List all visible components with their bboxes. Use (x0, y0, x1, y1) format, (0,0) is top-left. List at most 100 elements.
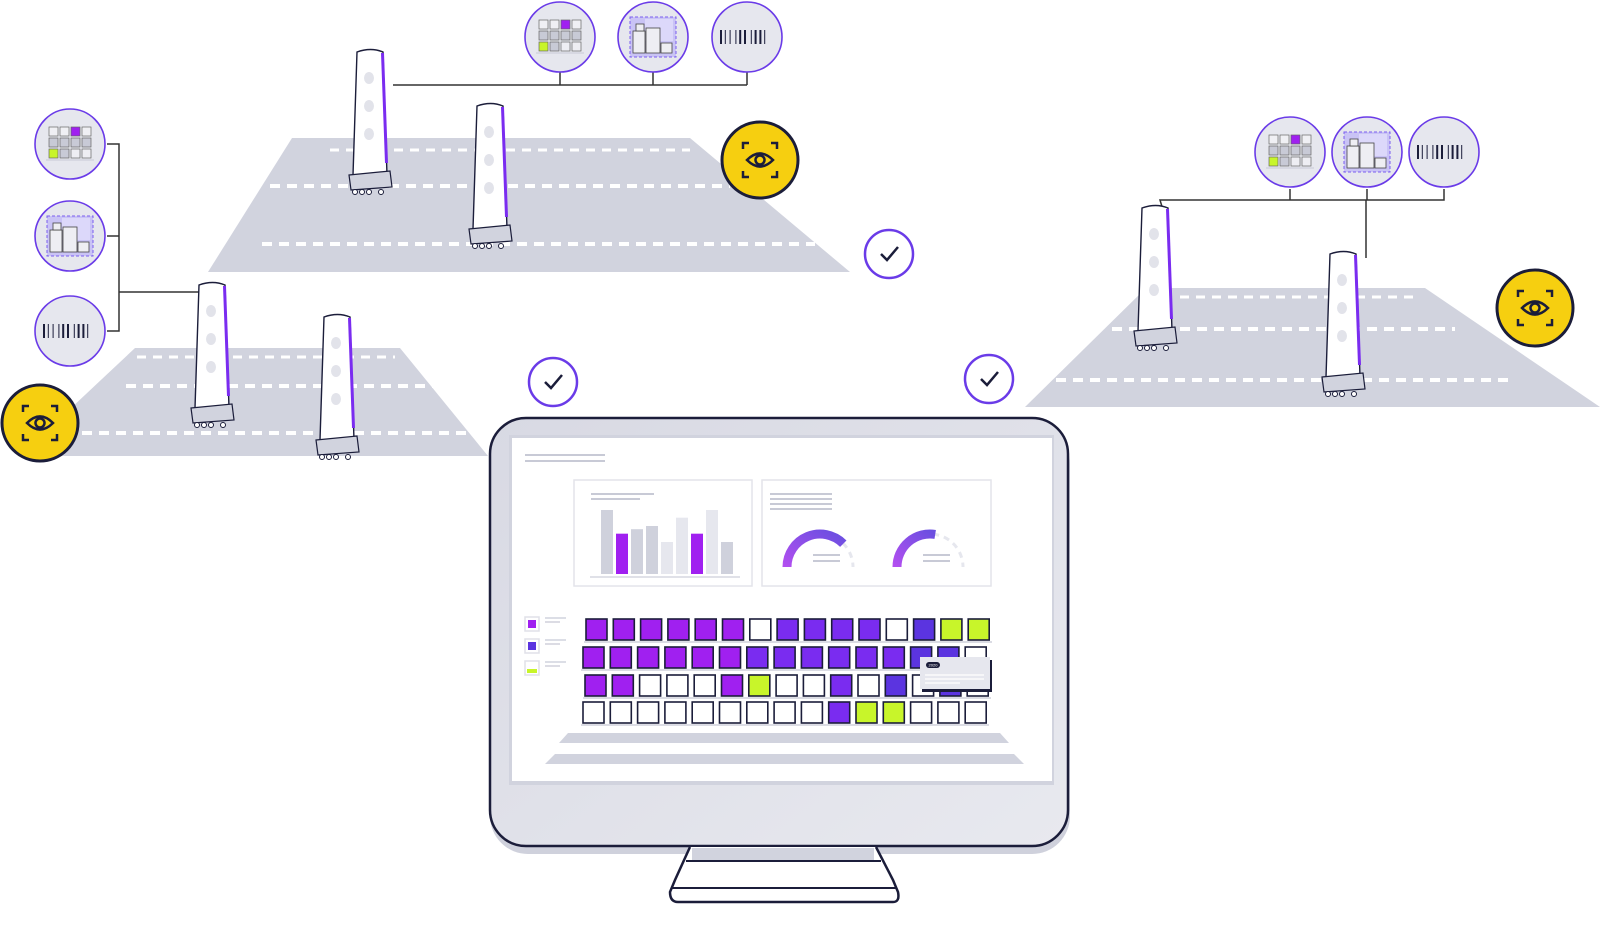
robot (315, 313, 360, 460)
robot (348, 48, 393, 195)
grid-cell (747, 674, 771, 697)
box-scan-icon (617, 1, 689, 73)
box-scan-icon (1331, 116, 1403, 188)
grid-cell (718, 701, 742, 724)
check-icon (963, 353, 1015, 405)
grid-cell (691, 646, 715, 669)
floor-left (20, 348, 488, 456)
bar-chart-card (573, 479, 753, 587)
grid-cell (937, 701, 960, 724)
gauge (782, 529, 855, 568)
shelf-grid-icon (524, 1, 596, 73)
grid-cell (582, 646, 605, 669)
grid-cell (967, 618, 991, 641)
tag-icons (34, 1, 1480, 367)
grid-cell (830, 618, 854, 641)
grid-cell (664, 701, 687, 724)
gauge (892, 529, 965, 568)
grid-cell (909, 701, 933, 724)
grid-cell (639, 618, 663, 641)
grid-cell (802, 674, 826, 697)
check-icon (863, 228, 915, 280)
gauge-value-arc (782, 529, 847, 568)
shelf-grid-icon (34, 108, 106, 180)
barcode-icon (1408, 116, 1480, 188)
shelf-grid-icon (1254, 116, 1326, 188)
grid-cell (882, 701, 906, 724)
grid-cell (638, 674, 662, 697)
gauge-value-arc (892, 529, 936, 568)
eye-scan-icon (0, 383, 80, 463)
eye-scan-icon (720, 120, 800, 200)
robot (190, 281, 235, 428)
robot (1133, 204, 1178, 351)
grid-cell (800, 646, 824, 669)
slot-grid (581, 618, 992, 726)
gauges (782, 529, 965, 568)
grid-cell (855, 701, 878, 724)
bar (676, 517, 688, 574)
robot (468, 102, 513, 249)
bar (691, 533, 703, 574)
robots (190, 48, 1366, 460)
grid-cell (745, 646, 769, 669)
grid-tooltip: 2020 (920, 657, 992, 692)
grid-legend (524, 616, 566, 676)
barcode-icon (34, 295, 106, 367)
grid-cell (827, 701, 851, 724)
grid-cell (829, 674, 853, 697)
gauge-card (761, 479, 992, 587)
grid-cell (609, 646, 633, 669)
grid-cell (721, 618, 745, 641)
grid-cell (940, 618, 963, 641)
grid-cell (884, 674, 908, 697)
grid-cell (612, 618, 636, 641)
grid-cell (636, 701, 660, 724)
grid-cell (745, 701, 769, 724)
robot (1321, 250, 1366, 397)
grid-cell (803, 618, 827, 641)
grid-cell (636, 646, 660, 669)
barcode-icon (711, 1, 783, 73)
grid-cell (720, 674, 744, 697)
eye-scan-icon (1495, 268, 1575, 348)
legend-item (524, 616, 566, 632)
bar (631, 529, 643, 574)
bar (706, 510, 718, 574)
grid-cell (912, 618, 936, 641)
grid-cell (964, 701, 988, 724)
grid-cell (664, 646, 687, 669)
legend-item (524, 638, 566, 654)
grid-cell (691, 701, 715, 724)
bar-chart (601, 510, 733, 574)
box-scan-icon (34, 200, 106, 272)
grid-cell (609, 701, 633, 724)
bar (601, 510, 613, 574)
check-icon (527, 356, 579, 408)
grid-cell (584, 674, 607, 697)
grid-cell (857, 674, 880, 697)
bar (661, 542, 673, 574)
grid-cell (748, 618, 772, 641)
grid-cell (667, 618, 690, 641)
grid-cell (800, 701, 824, 724)
grid-cell (775, 674, 798, 697)
grid-cell (773, 701, 796, 724)
grid-cell (693, 674, 717, 697)
grid-cell (773, 646, 796, 669)
grid-cell (885, 618, 909, 641)
grid-cell (855, 646, 878, 669)
status-badges (0, 120, 1575, 463)
legend-item (524, 660, 566, 676)
grid-cell (694, 618, 718, 641)
bar (721, 542, 733, 574)
bar (616, 533, 628, 574)
grid-cell (858, 618, 881, 641)
grid-cell (882, 646, 906, 669)
bar (646, 526, 658, 574)
grid-cell (666, 674, 689, 697)
grid-cell (582, 701, 605, 724)
grid-cell (611, 674, 635, 697)
grid-cell (776, 618, 799, 641)
